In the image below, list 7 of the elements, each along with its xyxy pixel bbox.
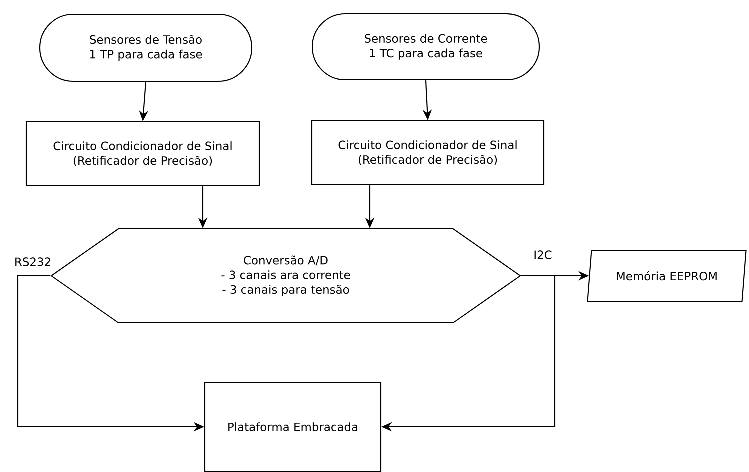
preparation-hexagon: Conversão A/D - 3 canais ara corrente - 3 canais para tensão xyxy=(50,228,522,324)
edge-label: RS232 xyxy=(13,256,53,268)
process-box: Circuito Condicionador de Sinal (Retificador de Precisão) xyxy=(26,121,260,187)
edge-label: I2C xyxy=(532,249,554,261)
process-box: Circuito Condicionador de Sinal (Retificador de Precisão) xyxy=(311,120,545,186)
data-parallelogram: Memória EEPROM xyxy=(587,250,747,302)
process-box: Plataforma Embracada xyxy=(204,382,382,472)
